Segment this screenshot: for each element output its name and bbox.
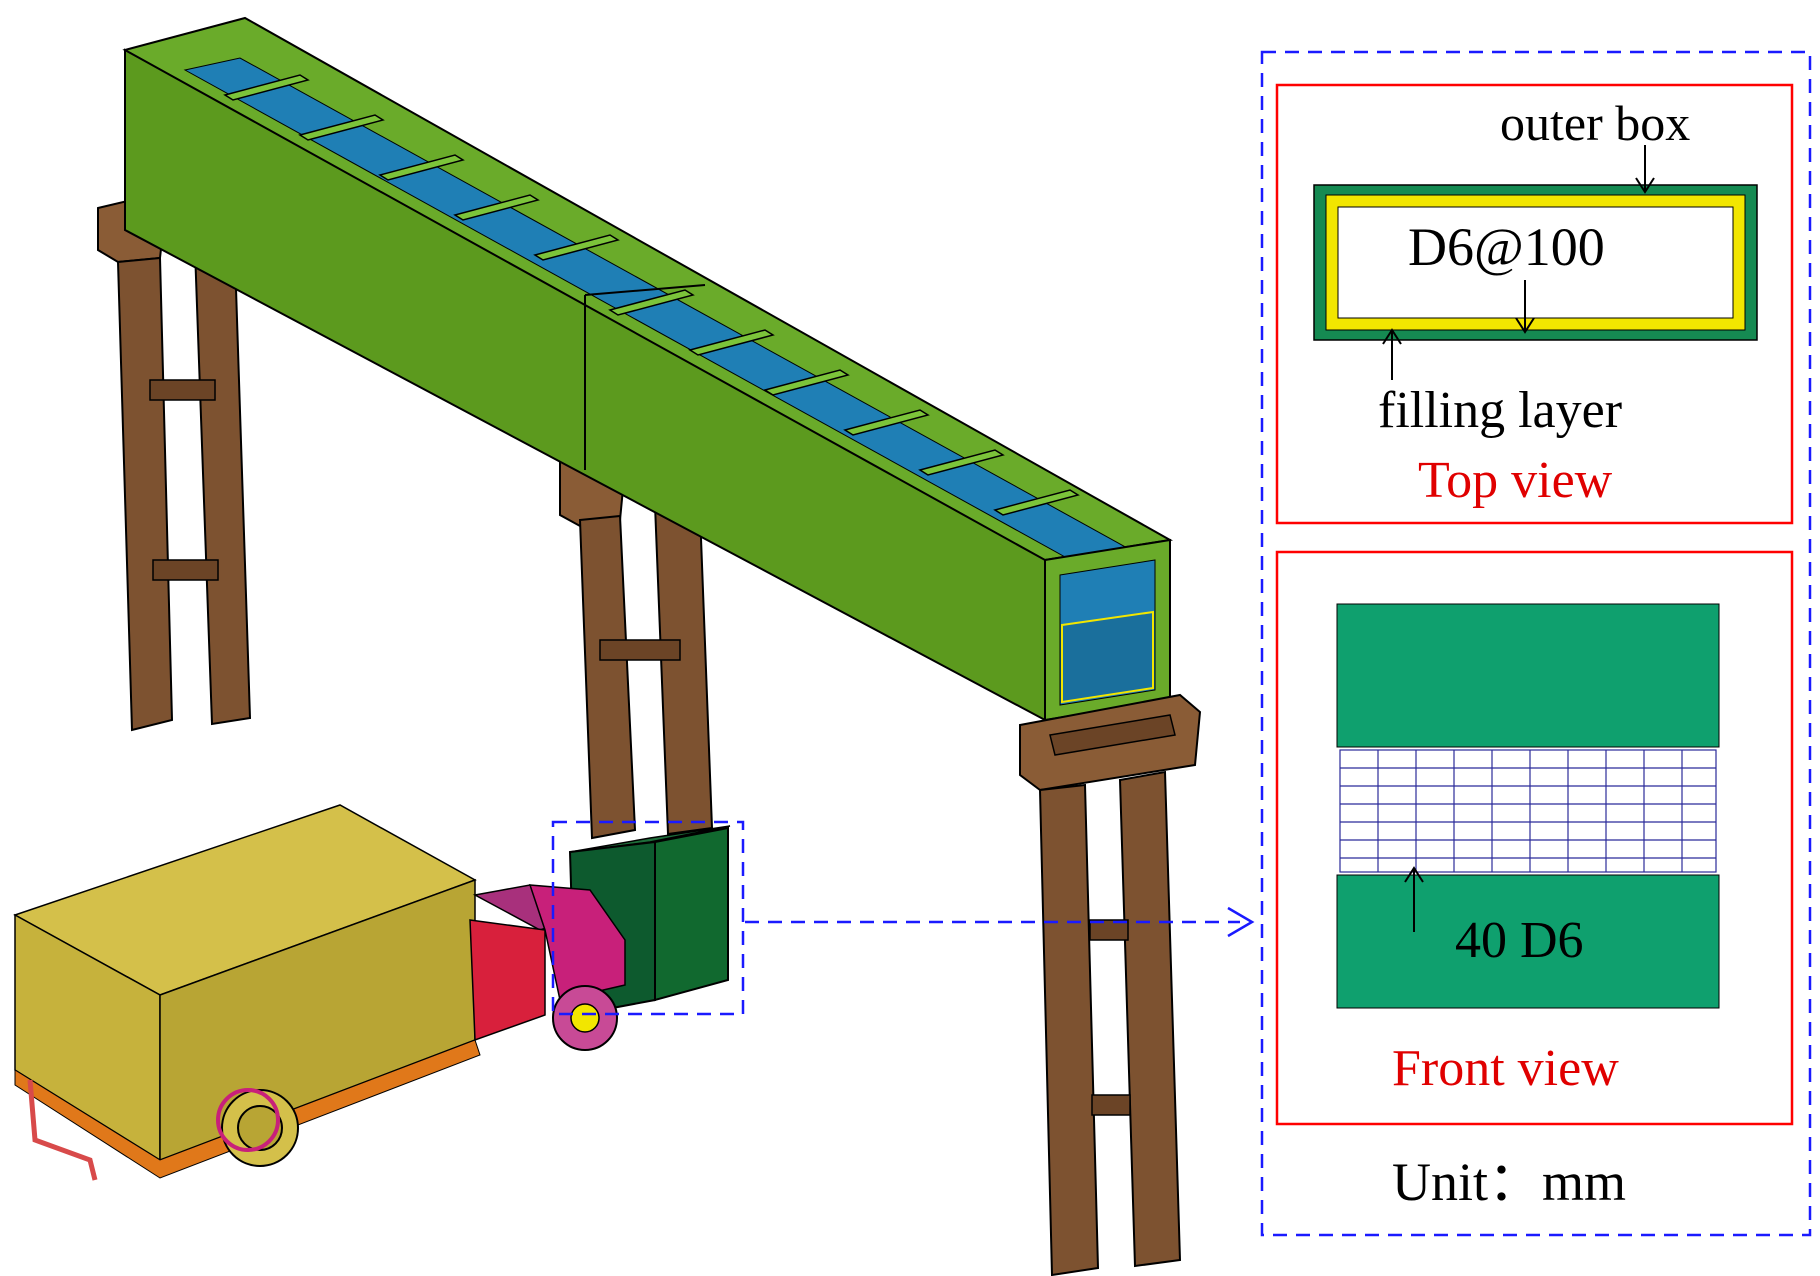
front-view-caption: Front view xyxy=(1392,1040,1619,1097)
left-pier-column-front xyxy=(116,256,174,732)
girder-cross-ribs xyxy=(223,74,1080,516)
right-pier-column-side xyxy=(1118,770,1182,1268)
filling-layer-label: filling layer xyxy=(1378,382,1623,439)
truck-chassis xyxy=(14,1039,481,1179)
left-pier xyxy=(97,196,252,732)
front-view-rebar-label: 40 D6 xyxy=(1455,912,1584,969)
girder-end-filling-layer xyxy=(1061,610,1154,704)
front-view-top-block xyxy=(1336,603,1720,748)
detail-panel-frame xyxy=(1260,50,1812,1237)
center-pier-column-side xyxy=(653,503,714,836)
impact-region-callout xyxy=(551,820,745,1016)
top-view-caption: Top view xyxy=(1418,452,1613,509)
truck-rear-underride xyxy=(27,1079,98,1181)
right-pier-column-front xyxy=(1038,783,1100,1276)
outer-box-label: outer box xyxy=(1500,95,1691,151)
box-girder xyxy=(122,16,1173,722)
protector-side-face xyxy=(654,826,729,1002)
unit-label: Unit：mm xyxy=(1392,1152,1627,1212)
truck-rear-wheel xyxy=(216,1088,299,1167)
callout-arrow-head xyxy=(1227,906,1255,938)
truck xyxy=(13,804,626,1181)
front-view-frame xyxy=(1275,550,1794,1126)
top-view-rebar-label: D6@100 xyxy=(1408,217,1605,277)
front-view-rebar-mesh xyxy=(1339,749,1717,873)
top-view-interior xyxy=(1337,206,1734,319)
front-view-bottom-block xyxy=(1336,874,1720,1009)
truck-front-wheel xyxy=(552,985,618,1051)
left-pier-column-side xyxy=(193,248,252,726)
top-view-frame xyxy=(1275,83,1794,525)
right-pier xyxy=(1019,693,1202,1276)
truck-cab-door xyxy=(469,919,546,1042)
center-pier-column-front xyxy=(578,514,637,840)
